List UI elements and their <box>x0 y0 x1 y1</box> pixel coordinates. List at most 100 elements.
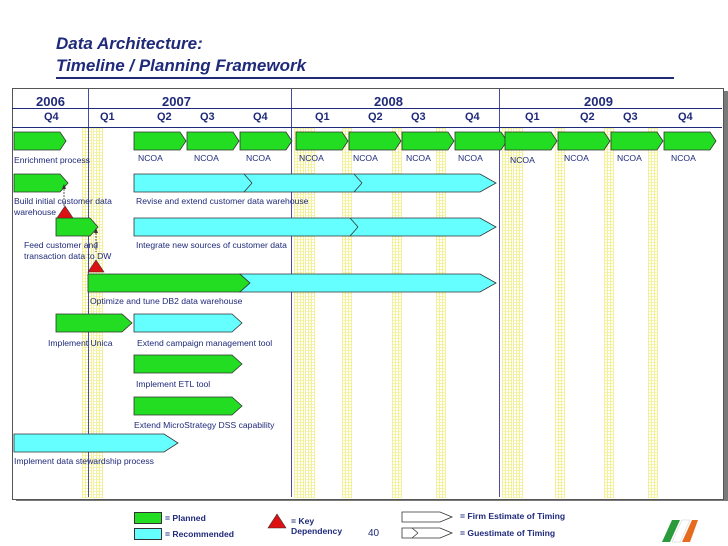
revise-extend-bar <box>353 173 363 184</box>
page-title: Data Architecture: <box>56 34 203 53</box>
ncoa-marker <box>504 131 558 151</box>
legend-recommended-swatch <box>134 528 162 540</box>
year-2007: 2007 <box>162 94 191 109</box>
year-2009: 2009 <box>584 94 613 109</box>
quarter-header: Q1 <box>525 111 540 123</box>
ncoa-marker <box>454 131 508 151</box>
quarter-header: Q2 <box>368 111 383 123</box>
quarter-header: Q1 <box>315 111 330 123</box>
ncoa-label: NCOA <box>406 153 431 163</box>
ncoa-label: NCOA <box>246 153 271 163</box>
legend-key-dependency: = Key <box>291 516 315 526</box>
task-unica: Implement Unica <box>48 338 113 348</box>
legend-dependency-triangle <box>267 513 287 529</box>
stripe <box>513 128 523 498</box>
stripe <box>342 128 352 498</box>
legend-firm-estimate: = Firm Estimate of Timing <box>460 511 566 521</box>
task-stewardship: Implement data stewardship process <box>14 456 154 466</box>
task-microstrategy: Extend MicroStrategy DSS capability <box>134 420 275 430</box>
year-divider <box>88 89 89 497</box>
key-dependency <box>56 205 74 219</box>
task-etl: Implement ETL tool <box>136 379 211 389</box>
stripe <box>392 128 402 498</box>
legend-guestimate: = Guestimate of Timing <box>460 528 556 538</box>
quarter-header: Q2 <box>157 111 172 123</box>
legend-planned-swatch <box>134 512 162 524</box>
quarter-header: Q4 <box>465 111 480 123</box>
ncoa-marker <box>348 131 402 151</box>
page-number: 40 <box>368 528 380 539</box>
revise-extend-bar <box>243 182 253 193</box>
revise-extend-bar <box>353 182 363 193</box>
page-subtitle: Timeline / Planning Framework <box>56 56 307 75</box>
dependency-connector <box>62 184 66 189</box>
ncoa-marker <box>13 131 67 151</box>
title-rule <box>56 77 674 79</box>
task-build-warehouse-cont: warehouse <box>14 207 57 217</box>
integrate-bar <box>349 217 359 228</box>
quarter-header: Q4 <box>44 111 59 123</box>
stripe <box>502 128 512 498</box>
dependency-connector <box>94 228 98 233</box>
optimize-bar <box>238 273 497 293</box>
ncoa-label: NCOA <box>299 153 324 163</box>
year-2006: 2006 <box>36 94 65 109</box>
legend-planned: = Planned <box>165 513 206 523</box>
ncoa-marker <box>133 131 187 151</box>
integrate-bar <box>133 217 497 237</box>
ncoa-marker <box>401 131 455 151</box>
ncoa-label: NCOA <box>458 153 483 163</box>
revise-extend-bar <box>133 173 497 193</box>
microstrategy-bar <box>133 396 243 416</box>
ncoa-label: NCOA <box>671 153 696 163</box>
ncoa-marker <box>186 131 240 151</box>
legend-guess-arrow <box>401 527 454 539</box>
quarter-header: Q4 <box>678 111 693 123</box>
legend-firm-arrow <box>401 511 454 523</box>
campaign-bar <box>133 313 243 333</box>
quarter-header: Q2 <box>580 111 595 123</box>
ncoa-marker <box>557 131 611 151</box>
task-feed-cont: transaction data to DW <box>24 251 112 261</box>
quarter-header: Q3 <box>623 111 638 123</box>
stripe <box>82 128 92 498</box>
integrate-bar <box>349 226 359 237</box>
stripe <box>305 128 315 498</box>
task-campaign: Extend campaign management tool <box>137 338 273 348</box>
task-integrate: Integrate new sources of customer data <box>136 240 287 250</box>
task-feed: Feed customer and <box>24 240 99 250</box>
ncoa-label: NCOA <box>353 153 378 163</box>
quarter-header: Q1 <box>100 111 115 123</box>
optimize-bar <box>87 273 251 293</box>
year-2008: 2008 <box>374 94 403 109</box>
task-enrichment: Enrichment process <box>14 155 90 165</box>
ncoa-marker <box>295 131 349 151</box>
stripe <box>555 128 565 498</box>
legend-guess-arrow <box>411 532 419 539</box>
stripe <box>648 128 658 498</box>
task-optimize: Optimize and tune DB2 data warehouse <box>90 296 243 306</box>
header-rule <box>12 127 722 128</box>
etl-bar <box>133 354 243 374</box>
year-divider <box>499 89 500 497</box>
year-divider <box>291 89 292 497</box>
key-dependency <box>87 259 105 273</box>
quarter-header: Q3 <box>411 111 426 123</box>
ncoa-marker <box>239 131 293 151</box>
ncoa-label: NCOA <box>194 153 219 163</box>
ncoa-label: NCOA <box>138 153 163 163</box>
stripe <box>436 128 446 498</box>
ncoa-marker <box>663 131 717 151</box>
stripe <box>93 128 103 498</box>
legend-guess-arrow <box>411 527 419 534</box>
quarter-header: Q4 <box>253 111 268 123</box>
feed-customer-bar <box>55 217 99 237</box>
build-warehouse-bar <box>13 173 69 193</box>
legend-recommended: = Recommended <box>165 529 235 539</box>
legend-key-dependency-cont: Dependency <box>291 526 343 536</box>
header-rule <box>12 108 722 109</box>
task-revise-extend: Revise and extend customer data warehous… <box>136 196 309 206</box>
stewardship-bar <box>13 433 179 453</box>
company-logo <box>662 519 698 543</box>
